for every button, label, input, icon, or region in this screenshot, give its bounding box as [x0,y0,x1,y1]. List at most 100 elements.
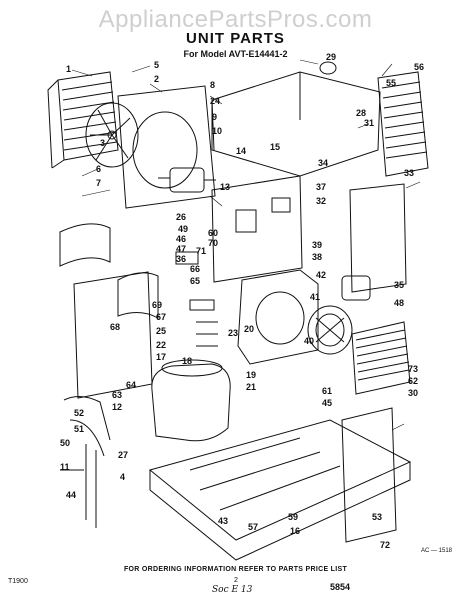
callout-62: 62 [408,376,418,386]
page-title: UNIT PARTS [186,30,285,47]
drawing-code-right: AC — 1518 [421,548,453,554]
callout-48: 48 [394,298,404,308]
callout-63: 63 [112,390,122,400]
partition-panel [211,175,303,283]
callout-6: 6 [96,164,101,174]
callout-19: 19 [246,370,256,380]
callout-71: 71 [196,246,206,256]
callout-40: 40 [304,336,314,346]
callout-23: 23 [228,328,238,338]
callout-35: 35 [394,280,404,290]
callout-65: 65 [190,276,200,286]
callout-56: 56 [414,62,424,72]
rear-panel [341,407,397,543]
base-pan [148,419,412,561]
callout-58: 58 [330,582,340,592]
condenser-coil-left [47,71,119,169]
callout-72: 72 [380,540,390,550]
blower-housing [237,269,319,365]
callout-17: 17 [156,352,166,362]
evaporator-coil-lower [351,321,411,395]
callout-13: 13 [220,182,230,192]
callout-49: 49 [178,224,188,234]
callout-31: 31 [364,118,374,128]
fan-shroud [117,85,216,209]
condenser-fan [85,102,139,168]
tubing [60,396,111,528]
callout-61: 61 [322,386,332,396]
callout-16: 16 [290,526,300,536]
leader-lines [71,59,421,431]
callout-47: 47 [176,244,186,254]
callout-60: 60 [208,228,218,238]
callout-38: 38 [312,252,322,262]
callout-73: 73 [408,364,418,374]
callout-5: 5 [154,60,159,70]
callout-29: 29 [326,52,336,62]
callout-3: 3 [100,138,105,148]
watermark: AppliancePartsPros.com [98,6,373,33]
compressor [151,359,231,442]
top-pan [211,61,381,177]
callout-69: 69 [152,300,162,310]
control-parts [175,251,218,347]
blower-wheel [307,305,353,355]
callout-67: 67 [156,312,166,322]
callout-59: 59 [288,512,298,522]
callout-22: 22 [156,340,166,350]
callout-64: 64 [126,380,136,390]
callout-4: 4 [120,472,125,482]
callout-32: 32 [316,196,326,206]
callout-36: 36 [176,254,186,264]
callout-53: 53 [372,512,382,522]
callout-68: 68 [110,322,120,332]
callout-11: 11 [60,462,70,472]
callout-33: 33 [404,168,414,178]
fan-motor [158,167,216,193]
ordering-info-footer: FOR ORDERING INFORMATION REFER TO PARTS … [123,566,348,573]
callout-12: 12 [112,402,122,412]
callout-39: 39 [312,240,322,250]
callout-43: 43 [218,516,228,526]
callout-57: 57 [248,522,258,532]
left-side-panel [73,271,153,399]
callout-9: 9 [212,112,217,122]
callout-55: 55 [386,78,396,88]
callout-44: 44 [66,490,76,500]
callout-26: 26 [176,212,186,222]
callout-1: 1 [66,64,71,74]
callout-66: 66 [190,264,200,274]
left-shroud [59,223,159,319]
callout-25: 25 [156,326,166,336]
evaporator-coil-right [377,71,429,177]
handwritten-note: Soc E 13 [212,585,253,595]
callout-52: 52 [74,408,84,418]
callout-51: 51 [74,424,84,434]
callout-42: 42 [316,270,326,280]
callout-41: 41 [310,292,320,302]
callout-15: 15 [270,142,280,152]
drawing-code-left: T1900 [8,578,28,585]
callout-34: 34 [318,158,328,168]
callout-46: 46 [176,234,186,244]
callout-8: 8 [210,80,215,90]
callout-45: 45 [322,398,332,408]
model-subtitle: For Model AVT-E14441-2 [183,49,288,59]
callout-21: 21 [246,382,256,392]
page-mark: 2 [234,577,238,584]
callout-28: 28 [356,108,366,118]
callout-20: 20 [244,324,254,334]
callout-54: 54 [340,582,350,592]
callout-14: 14 [236,146,246,156]
right-side-panel [349,183,407,293]
callout-24: 24 [210,96,220,106]
callout-37: 37 [316,182,326,192]
callout-70: 70 [208,238,218,248]
callout-30: 30 [408,388,418,398]
blower-motor [341,275,371,301]
callout-50: 50 [60,438,70,448]
callout-7: 7 [96,178,101,188]
callout-10: 10 [212,126,222,136]
